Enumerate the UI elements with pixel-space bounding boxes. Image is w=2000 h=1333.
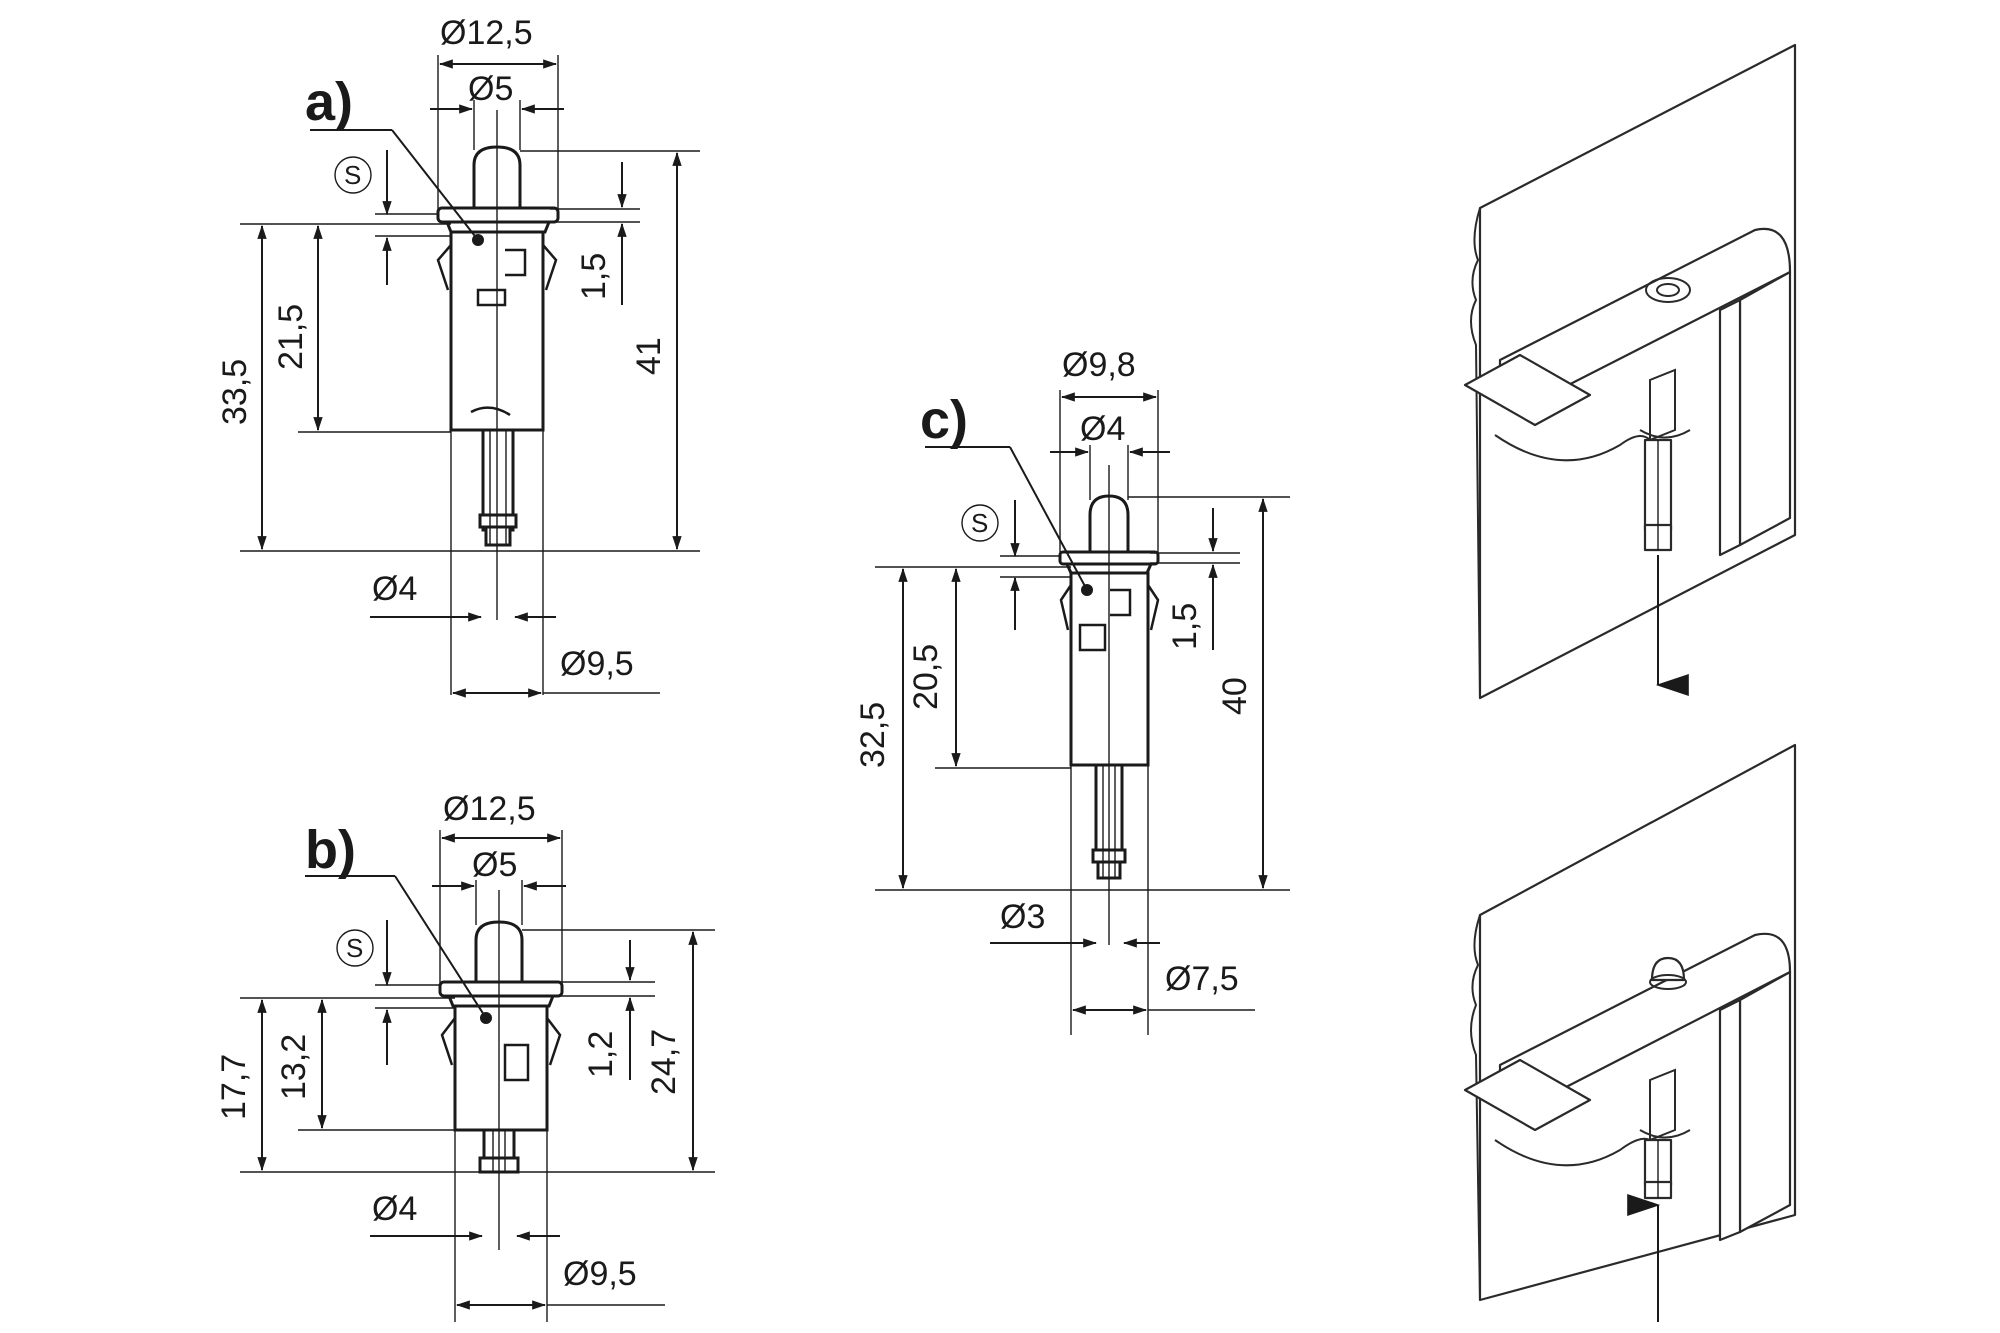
dim-c-bottom-large: Ø7,5 — [1165, 960, 1239, 998]
dim-a-left-outer: 33,5 — [216, 359, 254, 425]
svg-text:S: S — [344, 160, 361, 190]
dim-a-bottom-small: Ø4 — [372, 570, 417, 608]
s-mark-c: S — [961, 504, 999, 542]
dim-a-left-inner: 21,5 — [272, 304, 310, 370]
dim-a-top-inner: Ø5 — [468, 70, 513, 108]
dim-b-right-small: 1,2 — [582, 1031, 620, 1078]
switch-b-body — [438, 920, 564, 1174]
dim-c-right-small: 1,5 — [1166, 603, 1204, 650]
dim-c-top-outer: Ø9,8 — [1062, 346, 1136, 384]
svg-text:S: S — [971, 508, 988, 538]
dim-a-right-small: 1,5 — [575, 253, 613, 300]
view-b: Ø12,5 Ø5 b) S 17,7 13,2 1,2 24,7 — [215, 790, 715, 1322]
view-c: Ø9,8 Ø4 c) S 32,5 20,5 1,5 40 — [854, 346, 1290, 1035]
svg-text:S: S — [346, 933, 363, 963]
dim-c-bottom-small: Ø3 — [1000, 898, 1045, 936]
switch-a-body — [436, 145, 560, 547]
view-c-label: c) — [920, 390, 968, 450]
view-a: Ø12,5 Ø5 a) S 33,5 21,5 1,5 — [216, 14, 700, 698]
view-b-label: b) — [305, 820, 356, 880]
installation-bottom: up-arrow-icon — [1463, 743, 1797, 1322]
dim-b-left-outer: 17,7 — [215, 1054, 253, 1120]
dim-b-bottom-large: Ø9,5 — [563, 1255, 637, 1293]
dim-b-top-inner: Ø5 — [472, 846, 517, 884]
dim-a-bottom-large: Ø9,5 — [560, 645, 634, 683]
dim-c-right-total: 40 — [1216, 677, 1254, 715]
dim-c-left-outer: 32,5 — [854, 702, 892, 768]
dim-b-bottom-small: Ø4 — [372, 1190, 417, 1228]
dim-c-left-inner: 20,5 — [907, 644, 945, 710]
s-mark-a: S — [334, 156, 372, 194]
dim-c-top-inner: Ø4 — [1080, 410, 1125, 448]
dim-a-right-total: 41 — [630, 337, 668, 375]
dim-b-right-total: 24,7 — [645, 1029, 683, 1095]
dim-b-left-inner: 13,2 — [275, 1034, 313, 1100]
view-a-label: a) — [305, 72, 353, 132]
s-mark-b: S — [336, 929, 374, 967]
dim-b-top-outer: Ø12,5 — [443, 790, 536, 828]
installation-top: down-arrow-icon — [1463, 43, 1797, 700]
dim-a-top-outer: Ø12,5 — [440, 14, 533, 52]
